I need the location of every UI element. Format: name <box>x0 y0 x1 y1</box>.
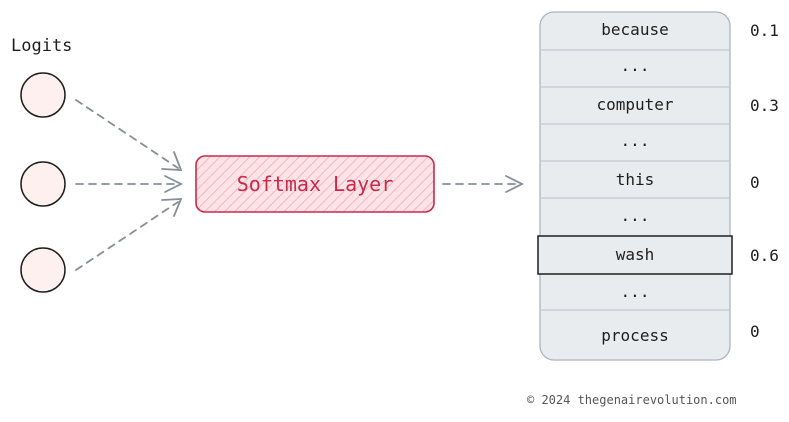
arrow-logit-1 <box>75 99 179 169</box>
vocab-word-because: because <box>601 20 669 39</box>
vocab-ellipsis: ... <box>620 206 650 225</box>
prob-because: 0.1 <box>750 21 779 40</box>
arrow-logit-3 <box>75 201 179 271</box>
prob-this: 0 <box>750 173 760 192</box>
arrowhead-3 <box>161 198 183 217</box>
prob-process: 0 <box>750 322 760 341</box>
vocab-selected-row <box>537 235 733 275</box>
logit-arrowheads <box>161 151 184 217</box>
softmax-label: Softmax Layer <box>236 172 394 196</box>
logit-node-3 <box>20 247 66 293</box>
arrowhead-softmax <box>505 175 525 193</box>
arrowhead-1 <box>161 151 183 171</box>
copyright-notice: © 2024 thegenairevolution.com <box>527 393 737 407</box>
arrowhead-2 <box>164 175 184 193</box>
logit-node-2 <box>20 161 66 207</box>
logit-arrows <box>75 99 179 271</box>
vocab-ellipsis: ... <box>620 131 650 150</box>
softmax-box <box>195 155 435 213</box>
vocab-word-process: process <box>601 326 669 345</box>
logits-label: Logits <box>11 36 73 56</box>
logit-node-1 <box>20 72 66 118</box>
vocab-word-this: this <box>615 170 655 189</box>
vocab-word-computer: computer <box>596 95 674 114</box>
vocab-ellipsis: ... <box>620 282 650 301</box>
prob-wash: 0.6 <box>750 246 779 265</box>
prob-computer: 0.3 <box>750 96 779 115</box>
vocab-word-wash: wash <box>615 245 655 264</box>
vocab-ellipsis: ... <box>620 56 650 75</box>
